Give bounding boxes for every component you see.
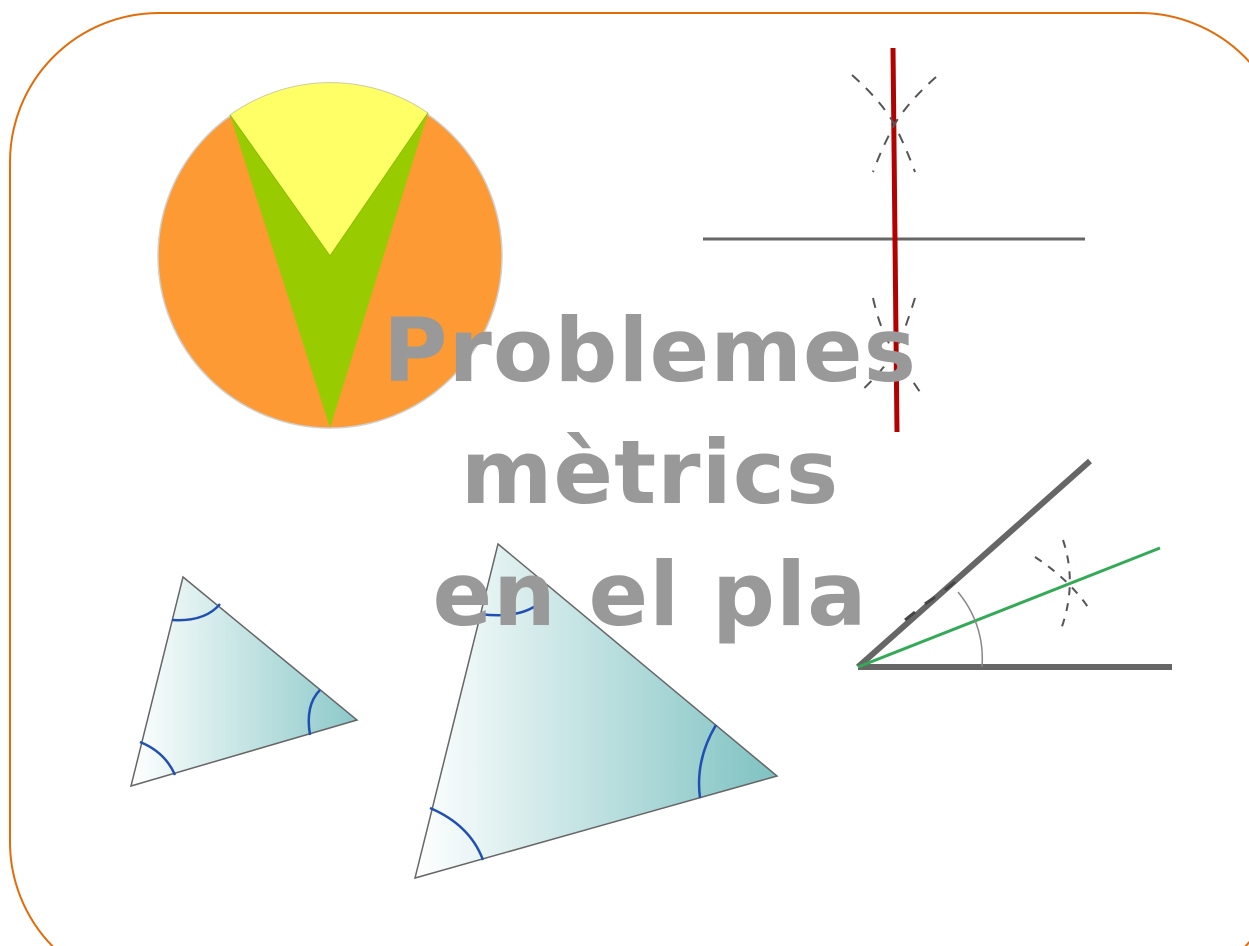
angle-bisector-icon <box>856 458 1172 670</box>
title-line-2: mètrics <box>460 421 840 524</box>
page-title: Problemes mètrics en el pla <box>330 290 970 656</box>
perpendicular-bisector-icon <box>703 47 1085 433</box>
title-line-3: en el pla <box>432 543 868 646</box>
circle-sector-icon <box>157 82 503 429</box>
title-line-1: Problemes <box>383 299 917 402</box>
similar-triangles-icon <box>129 542 779 880</box>
rounded-frame <box>9 12 1249 946</box>
